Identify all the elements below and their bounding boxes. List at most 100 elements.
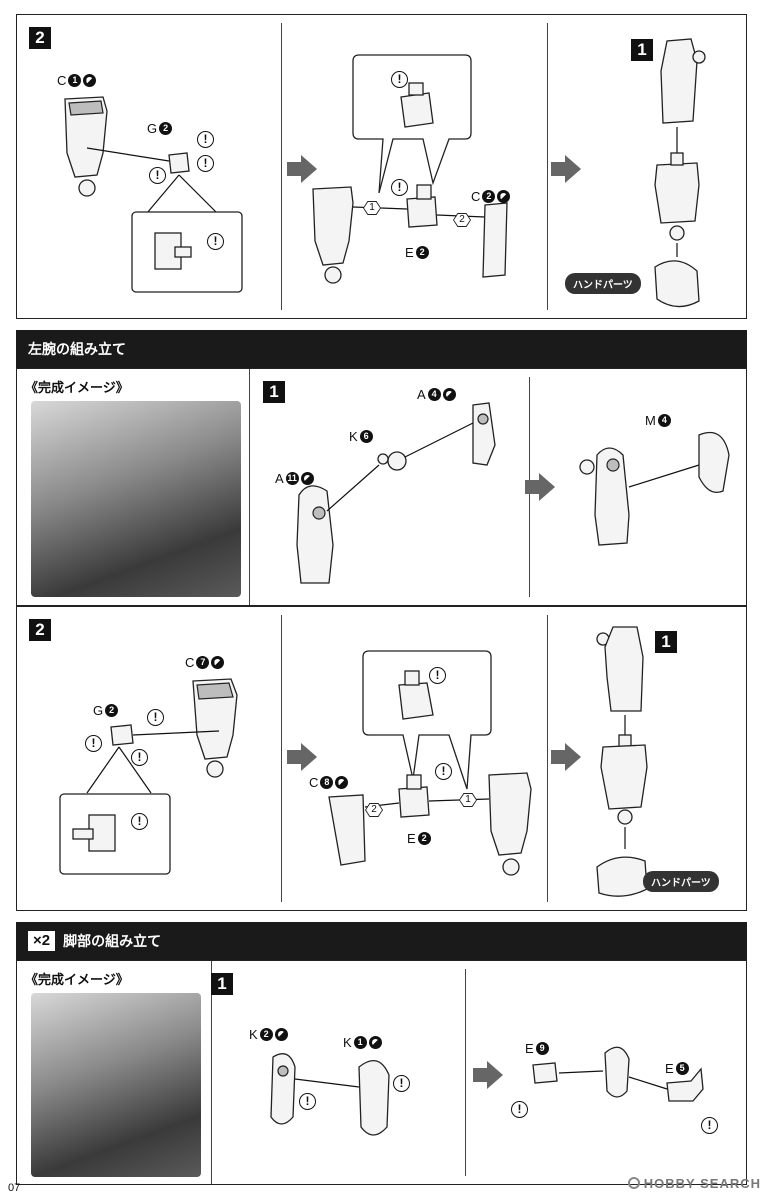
section-header-left-arm: 左腕の組み立て (16, 330, 747, 368)
part-number: 4 (427, 388, 441, 401)
part-number: 5 (675, 1062, 689, 1075)
logo-icon (627, 1177, 640, 1189)
step-reference: 1 (631, 39, 653, 61)
part-number: 1 (353, 1036, 367, 1049)
left-arm-step1-panel: 《完成イメージ》 1 A 4 K 6 A 11 M 4 (16, 368, 747, 606)
part-label-c8: C 8 (309, 775, 349, 790)
completed-preview-image (31, 401, 241, 597)
part-label-g2: G 2 (93, 703, 119, 718)
next-step-arrow (287, 743, 317, 771)
part-number: 2 (259, 1028, 273, 1041)
legs-step1-panel: 《完成イメージ》 1 K 2 K 1 ! ! E 9 E 5 ! ! (16, 960, 747, 1185)
caution-icon: ! (149, 167, 166, 184)
part-number: 2 (417, 832, 431, 845)
half-part-icon (442, 388, 456, 401)
right-arm-step2-panel: 2 C 1 G 2 ! ! ! ! ! (16, 14, 747, 319)
part-number: 7 (196, 656, 210, 669)
part-number: 4 (657, 414, 671, 427)
step-reference: 1 (655, 631, 677, 653)
finished-arm-drawing (596, 626, 648, 897)
part-label-c1: C 1 (57, 73, 97, 88)
caution-icon: ! (701, 1117, 718, 1134)
hand-parts-tag: ハンドパーツ (643, 871, 719, 892)
part-number: 9 (535, 1042, 549, 1055)
part-number: 11 (285, 472, 299, 485)
sequence-marker-1: 1 (363, 201, 381, 215)
next-step-arrow (287, 155, 317, 183)
knee-joint-assembly-drawing (532, 1046, 704, 1102)
joint-part-drawing (86, 724, 220, 794)
part-number: 8 (320, 776, 334, 789)
preview-label: 《完成イメージ》 (25, 380, 129, 395)
part-number: 2 (415, 246, 429, 259)
divider (547, 23, 548, 310)
part-label-m4: M 4 (645, 413, 671, 428)
shoulder-assembly-drawing (296, 402, 496, 584)
knee-parts-drawing (270, 1053, 390, 1136)
assembly-drawing (312, 184, 508, 284)
part-label-c7: C 7 (185, 655, 225, 670)
part-label-k6: K 6 (349, 429, 373, 444)
divider (547, 615, 548, 902)
part-label-e9: E 9 (525, 1041, 549, 1056)
caution-icon: ! (393, 1075, 410, 1092)
divider (211, 961, 212, 1184)
finished-arm-drawing (654, 38, 706, 308)
sequence-marker-2: 2 (453, 213, 471, 227)
caution-icon: ! (511, 1101, 528, 1118)
divider (249, 369, 250, 605)
section-title: 脚部の組み立て (63, 933, 162, 949)
part-number: 2 (482, 190, 496, 203)
half-part-icon (335, 776, 349, 789)
part-label-c2: C 2 (471, 189, 511, 204)
preview-label: 《完成イメージ》 (25, 972, 129, 987)
sequence-marker-2: 2 (365, 803, 383, 817)
step-number: 2 (29, 27, 51, 49)
upper-arm-part-drawing (64, 96, 108, 197)
part-label-g2: G 2 (147, 121, 173, 136)
callout-bubble (362, 650, 492, 790)
section-header-legs: ×2 脚部の組み立て (16, 922, 747, 960)
divider (281, 615, 282, 902)
callout-bubble (352, 54, 472, 194)
assembly-drawing (328, 772, 532, 876)
hand-parts-tag: ハンドパーツ (565, 273, 641, 294)
next-step-arrow (473, 1061, 503, 1089)
sequence-marker-1: 1 (459, 793, 477, 807)
quantity-multiplier: ×2 (28, 931, 56, 951)
part-number: 1 (68, 74, 82, 87)
upper-arm-part-drawing (192, 678, 238, 778)
part-label-k2: K 2 (249, 1027, 288, 1042)
shoulder-armor-drawing (579, 431, 730, 546)
completed-preview-image (31, 993, 201, 1177)
detail-callout-box (131, 211, 243, 293)
part-label-e2: E 2 (405, 245, 429, 260)
part-label-a11: A 11 (275, 471, 314, 486)
divider (281, 23, 282, 310)
next-step-arrow (551, 743, 581, 771)
part-label-e5: E 5 (665, 1061, 689, 1076)
caution-icon: ! (85, 735, 102, 752)
caution-icon: ! (429, 667, 446, 684)
divider (465, 969, 466, 1176)
half-part-icon (497, 190, 511, 203)
caution-icon: ! (391, 179, 408, 196)
half-part-icon (368, 1036, 382, 1049)
part-label-e2: E 2 (407, 831, 431, 846)
section-title: 左腕の組み立て (28, 341, 126, 357)
detail-callout-box (59, 793, 171, 875)
part-number: 2 (105, 704, 119, 717)
caution-icon: ! (131, 749, 148, 766)
left-arm-step2-panel: 2 C 7 G 2 ! ! ! ! ! (16, 606, 747, 911)
half-part-icon (274, 1028, 288, 1041)
caution-icon: ! (197, 155, 214, 172)
half-part-icon (300, 472, 314, 485)
caution-icon: ! (435, 763, 452, 780)
caution-icon: ! (131, 813, 148, 830)
part-number: 6 (359, 430, 373, 443)
caution-icon: ! (391, 71, 408, 88)
joint-part-drawing (86, 147, 218, 214)
step-number: 2 (29, 619, 51, 641)
caution-icon: ! (299, 1093, 316, 1110)
next-step-arrow (551, 155, 581, 183)
